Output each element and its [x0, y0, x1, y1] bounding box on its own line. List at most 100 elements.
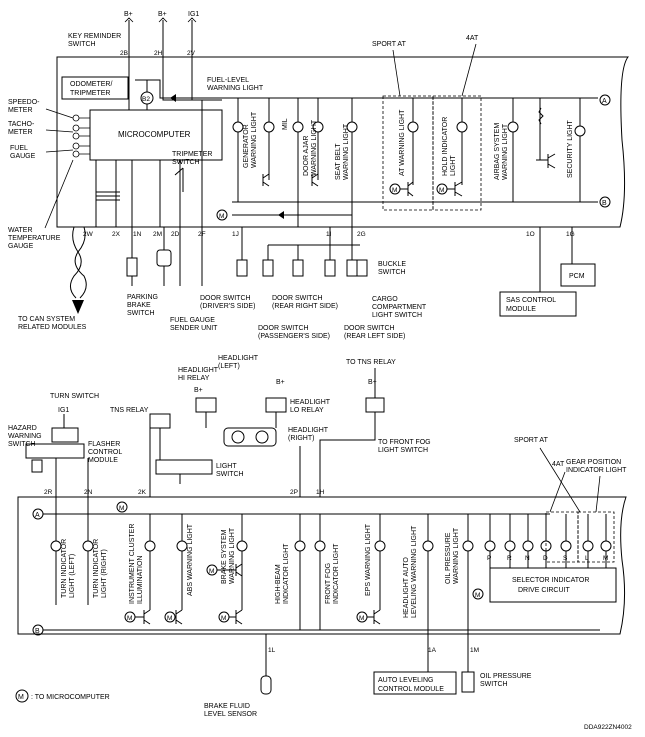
- pin-2r: 2R: [44, 489, 53, 496]
- odometer-box: [61, 76, 129, 100]
- door-rear-right-label-2: (REAR RIGHT SIDE): [272, 303, 338, 310]
- generator-label-1: GENERATOR: [243, 124, 250, 168]
- generator-label-2: WARNING LIGHT: [251, 111, 258, 168]
- instrument-label-1: INSTRUMENT CLUSTER: [129, 524, 136, 604]
- oil-switch-label-2: SWITCH: [480, 681, 508, 688]
- parking-brake-switch-icon: [126, 257, 138, 277]
- front-fog-label-2: INDICATOR LIGHT: [333, 543, 340, 604]
- cargo-label-1: CARGO: [372, 296, 398, 303]
- hold-indicator-label-2: LIGHT: [450, 155, 457, 176]
- speedometer-coil-icon: [72, 114, 80, 122]
- m-label-brake: M: [209, 568, 214, 575]
- microcomputer-box: [89, 109, 223, 161]
- front-fog-lamp-icon: [314, 540, 326, 552]
- gear-l-label: L: [585, 555, 589, 562]
- security-lamp-icon: [574, 125, 586, 137]
- fuel-sender-label-1: FUEL GAUGE: [170, 317, 215, 324]
- door-driver-label-1: DOOR SWITCH: [200, 295, 251, 302]
- tripmeter-switch-icon: [174, 167, 184, 192]
- cargo-label-2: COMPARTMENT: [372, 304, 427, 311]
- turn-switch-icon: [51, 427, 79, 443]
- cluster-outline-bottom: [17, 496, 627, 635]
- cargo-switch-icon: [356, 259, 368, 277]
- cargo-label-3: LIGHT SWITCH: [372, 312, 422, 319]
- diode-icon-2: [278, 211, 284, 219]
- water-temp-label-1: WATER: [8, 227, 33, 234]
- door-switch-rear-left-icon: [324, 259, 336, 277]
- instrument-label-2: ILLUMINATION: [137, 556, 144, 605]
- high-beam-label-1: HIGH-BEAM: [275, 564, 282, 604]
- sas-box: [499, 291, 577, 317]
- gauge-leader-lines: [44, 108, 90, 229]
- bplus-label-2: B+: [158, 11, 167, 18]
- pin-2k: 2K: [138, 489, 147, 496]
- gear-lamps: [484, 514, 612, 568]
- door-switch-passenger-icon: [262, 259, 274, 277]
- door-rear-left-label-2: (REAR LEFT SIDE): [344, 333, 405, 340]
- bottom-transistor-base: [135, 569, 374, 618]
- to-front-fog-label-2: LIGHT SWITCH: [378, 447, 428, 454]
- gear-n-label: N: [525, 555, 530, 562]
- headlight-auto-lamp-icon: [422, 540, 434, 552]
- pin-2n: 2N: [84, 489, 93, 496]
- odometer-label-1: ODOMETER/: [70, 81, 112, 88]
- can-label-2: RELATED MODULES: [18, 324, 87, 331]
- speedometer-label-1: SPEEDO-: [8, 99, 40, 106]
- parking-brake-label-3: SWITCH: [127, 310, 155, 317]
- turn-left-lamp-icon: [50, 540, 62, 552]
- mil-label: MIL: [282, 118, 289, 130]
- brake-system-label-2: WARNING LIGHT: [229, 527, 236, 584]
- diagram-code: DDA922ZN4002: [584, 724, 632, 731]
- high-beam-label-2: INDICATOR LIGHT: [283, 543, 290, 604]
- headlight-lo-relay-label-1: HEADLIGHT: [290, 399, 331, 406]
- turn-left-label-1: TURN INDICATOR: [61, 539, 68, 598]
- door-passenger-label-1: DOOR SWITCH: [258, 325, 309, 332]
- seat-belt-label-1: SEAT BELT: [335, 143, 342, 180]
- airbag-lamp-icon: [507, 121, 519, 133]
- buckle-label-1: BUCKLE: [378, 261, 406, 268]
- hazard-label-1: HAZARD: [8, 425, 37, 432]
- turn-switch-label: TURN SWITCH: [50, 393, 99, 400]
- pin-1h: 1H: [316, 489, 325, 496]
- brake-system-label-1: BRAKE SYSTEM: [221, 529, 228, 584]
- selector-label-2: DRIVE CIRCUIT: [518, 587, 570, 594]
- tachometer-coil-icon-1: [72, 124, 80, 132]
- parking-brake-label-2: BRAKE: [127, 302, 151, 309]
- rail-b-bottom-label: B: [35, 628, 40, 635]
- buckle-switch-icon: [346, 259, 358, 277]
- pin-2v: 2V: [187, 50, 196, 57]
- fuel-gauge-coil-icon-1: [72, 142, 80, 150]
- legend-m-icon: [15, 689, 29, 703]
- fuel-gauge-label-2: GAUGE: [10, 153, 36, 160]
- abs-lamp-icon: [176, 540, 188, 552]
- door-switch-bus: [241, 227, 360, 260]
- m-label-selector: M: [475, 592, 480, 599]
- fuel-level-label-1: FUEL-LEVEL: [207, 77, 249, 84]
- at-warning-label: AT WARNING LIGHT: [399, 109, 406, 176]
- pcm-sas-wires: [539, 227, 573, 292]
- m-marker-door-icon: [216, 209, 228, 221]
- door-ajar-label-2: WARNING LIGHT: [311, 119, 318, 176]
- transistor-base-lines: [232, 188, 455, 216]
- bplus-hi: B+: [194, 387, 203, 394]
- gear-leaders: [539, 447, 601, 513]
- tns-relay-icon: [149, 413, 171, 429]
- bottom-circuit: TURN SWITCH IG1 FLASHER CONTROL MODULE H…: [8, 355, 632, 731]
- airbag-transistor-icon: [536, 98, 556, 169]
- eps-lamp-icon: [374, 540, 386, 552]
- headlight-right-label-1: HEADLIGHT: [288, 427, 329, 434]
- rail-a-marker: [599, 94, 611, 106]
- headlight-left-icon: [231, 430, 245, 444]
- sport-at-label-top: SPORT AT: [372, 41, 407, 48]
- key-reminder-label-1: KEY REMINDER: [68, 33, 121, 40]
- bplus-lo: B+: [276, 379, 285, 386]
- mil-lamp-icon: [292, 121, 304, 133]
- oil-pressure-lamp-icon: [462, 540, 474, 552]
- instrument-lamp-icon: [144, 540, 156, 552]
- m-label-illum: M: [119, 505, 124, 512]
- gear-s-lamp-icon: [560, 540, 572, 552]
- auto-leveling-label-2: CONTROL MODULE: [378, 686, 444, 693]
- oil-switch-icon: [461, 671, 475, 693]
- headlight-lo-relay-label-2: LO RELAY: [290, 407, 324, 414]
- ig1-label-bottom: IG1: [58, 407, 69, 414]
